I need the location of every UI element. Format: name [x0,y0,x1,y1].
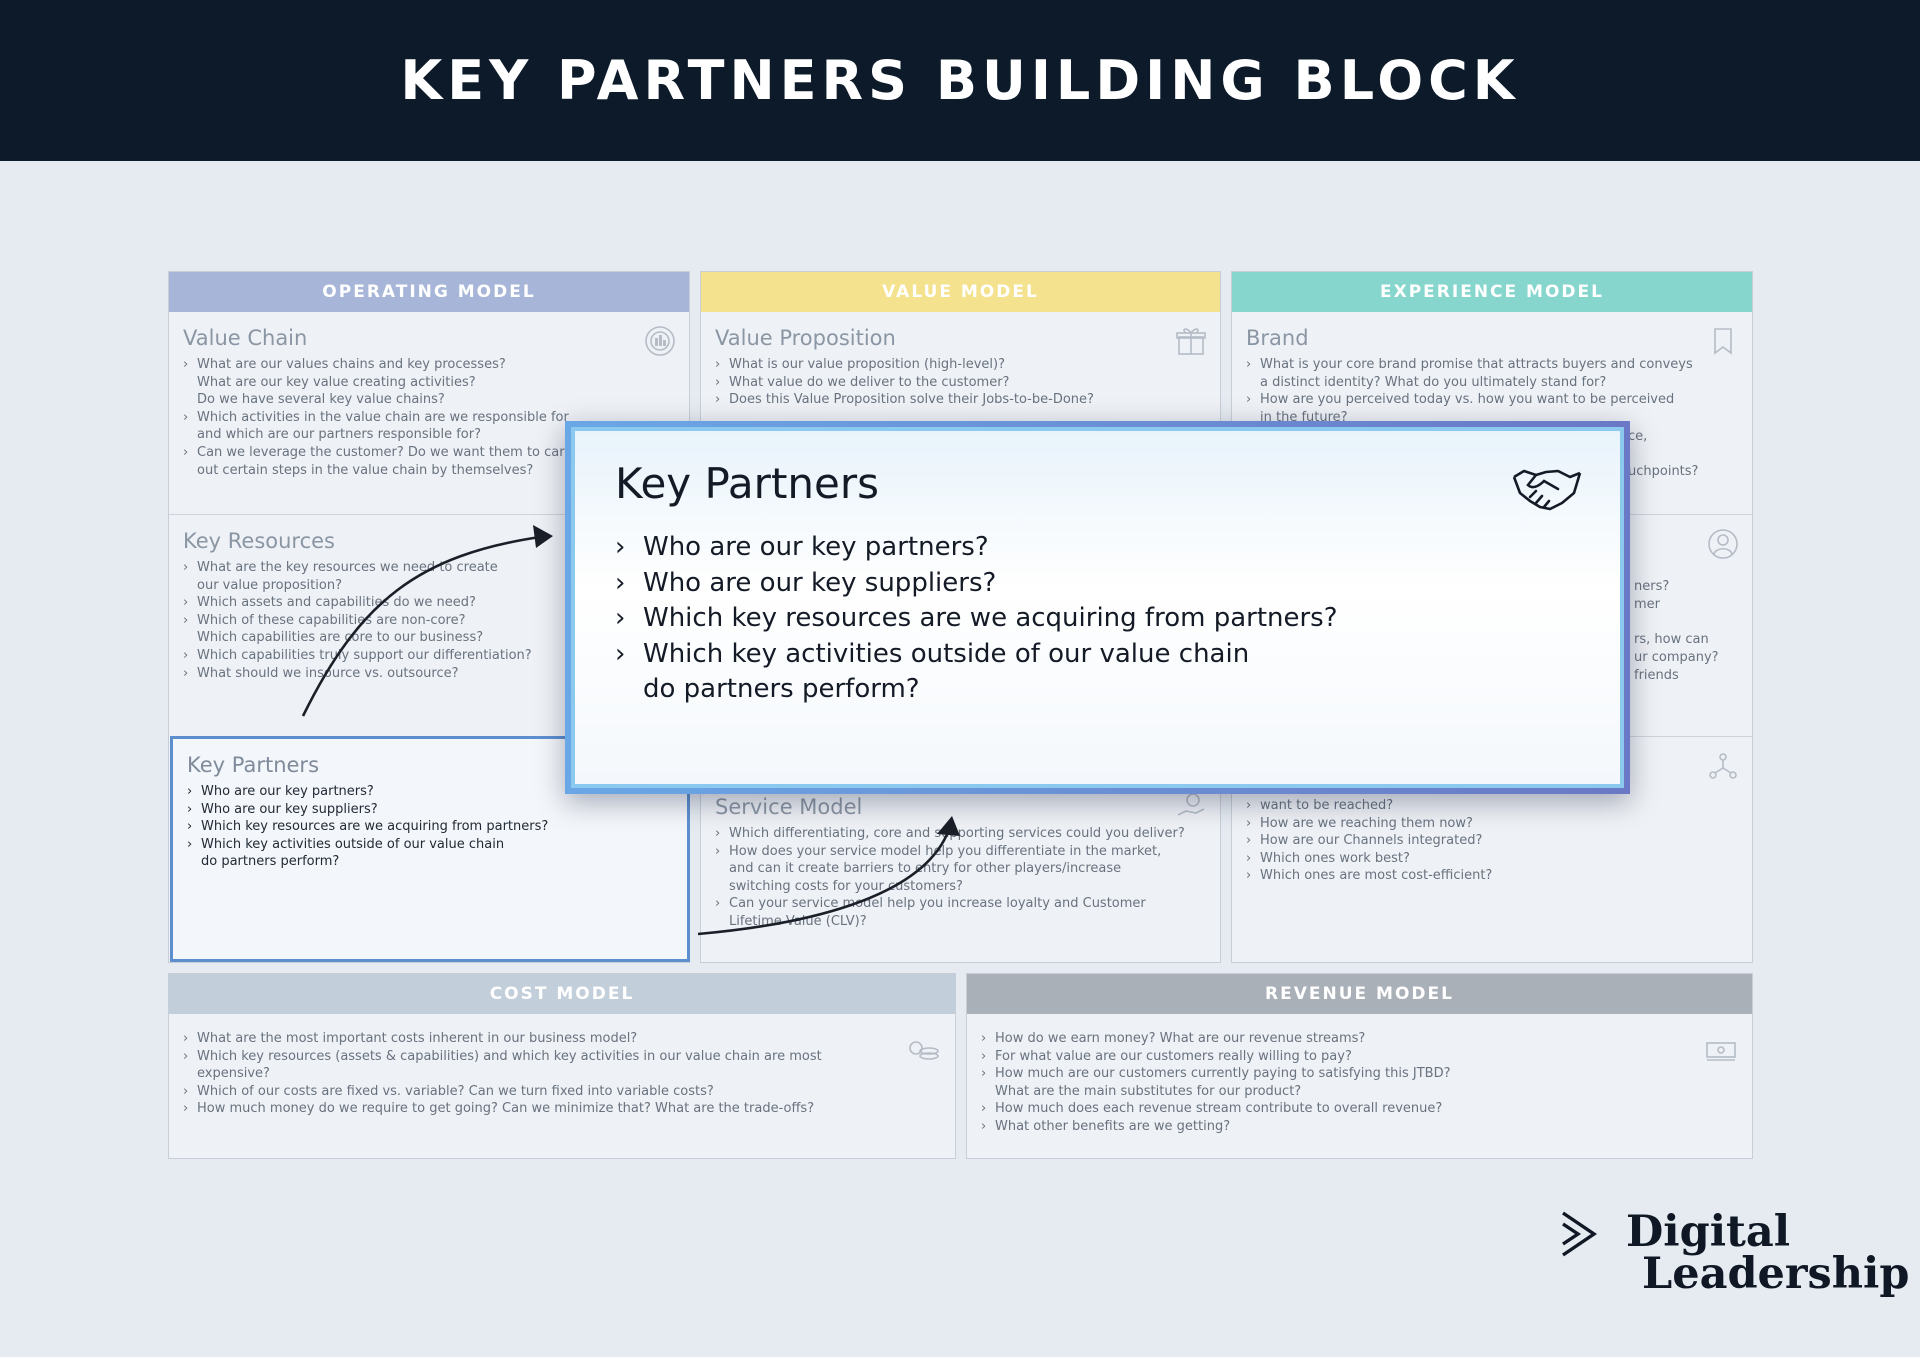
list-item: Which key resources are we acquiring fro… [615,601,1620,637]
list-item: For what value are our customers really … [981,1048,1692,1066]
customer-fragment: ur company? [1634,650,1719,665]
value-proposition-list: What is our value proposition (high-leve… [715,356,1206,409]
list-item: Can your service model help you increase… [715,895,1206,930]
key-partners-list: Who are our key partners? Who are our ke… [187,783,673,871]
key-partners-title: Key Partners [187,753,320,777]
list-item: How are we reaching them now? [1246,815,1492,833]
cost-model-header: COST MODEL [169,974,955,1014]
operating-model-header: OPERATING MODEL [169,272,689,312]
digital-leadership-logo: Digital Leadership [1560,1207,1909,1308]
channels-block: want to be reached? How are we reaching … [1232,736,1752,962]
experience-model-header: EXPERIENCE MODEL [1232,272,1752,312]
customer-fragment: mer [1634,597,1661,612]
list-item: Does this Value Proposition solve their … [715,391,1206,409]
list-item: What are the most important costs inhere… [183,1030,895,1048]
list-item: Which activities in the value chain are … [183,409,675,444]
key-partners-popup-card: Key Partners Who are our key partners? W… [571,427,1624,788]
value-proposition-block: Value Proposition What is our value prop… [701,312,1220,712]
brand-fragment: ce, [1628,429,1648,444]
customer-fragment: friends [1634,668,1679,683]
hand-gear-icon [1177,793,1205,816]
key-partners-popup: Key Partners Who are our key partners? W… [565,421,1630,794]
list-item: Which ones are most cost-efficient? [1246,867,1492,885]
list-item: Which key resources (assets & capabiliti… [183,1048,895,1083]
user-circle-icon [1708,529,1738,559]
logo-text-digital: Digital [1626,1207,1791,1257]
list-item: Which ones work best? [1246,850,1492,868]
bookmark-icon [1714,328,1732,355]
value-chain-title: Value Chain [183,326,308,350]
list-item: Which key activities outside of our valu… [615,637,1620,708]
chevron-logo-icon [1562,1211,1598,1257]
brand-fragment: uchpoints? [1628,464,1699,479]
money-stack-icon [1706,1042,1736,1061]
revenue-model-panel: REVENUE MODEL How do we earn money? What… [966,973,1753,1159]
service-model-list: Which differentiating, core and supporti… [715,825,1206,931]
gift-icon [1176,328,1206,355]
customer-fragment: ners? [1634,579,1670,594]
service-model-block: Service Model Which differentiating, cor… [701,781,1220,962]
list-item: What other benefits are we getting? [981,1118,1692,1136]
brand-block: Brand What is your core brand promise th… [1232,312,1752,514]
revenue-model-body: How do we earn money? What are our reven… [981,1030,1692,1136]
list-item: What are our values chains and key proce… [183,356,675,409]
cost-model-list: What are the most important costs inhere… [183,1030,895,1118]
page-title: KEY PARTNERS BUILDING BLOCK [400,49,1520,112]
value-chain-list: What are our values chains and key proce… [183,356,675,479]
list-item: What is your core brand promise that att… [1246,356,1738,391]
cost-model-panel: COST MODEL What are the most important c… [168,973,956,1159]
cost-model-body: What are the most important costs inhere… [183,1030,895,1118]
list-item: Who are our key suppliers? [187,801,673,819]
list-item: How much are our customers currently pay… [981,1065,1692,1100]
list-item: Which differentiating, core and supporti… [715,825,1206,843]
revenue-model-header: REVENUE MODEL [967,974,1752,1014]
coins-icon [909,1041,939,1060]
channels-list: want to be reached? How are we reaching … [1246,797,1492,885]
brand-list: What is your core brand promise that att… [1246,356,1738,426]
list-item: How are our Channels integrated? [1246,832,1492,850]
page-header: KEY PARTNERS BUILDING BLOCK [0,0,1920,161]
service-model-title: Service Model [715,795,863,819]
list-item: Which key resources are we acquiring fro… [187,818,673,836]
list-item: Who are our key partners? [187,783,673,801]
list-item: Which of our costs are fixed vs. variabl… [183,1083,895,1101]
customer-fragment: rs, how can [1634,632,1709,647]
list-item: How much money do we require to get goin… [183,1100,895,1118]
target-chart-icon [645,326,675,356]
brand-title: Brand [1246,326,1309,350]
value-chain-block: Value Chain What are our values chains a… [169,312,689,514]
value-model-header: VALUE MODEL [701,272,1220,312]
value-proposition-title: Value Proposition [715,326,896,350]
revenue-model-list: How do we earn money? What are our reven… [981,1030,1692,1136]
list-item: Who are our key suppliers? [615,566,1620,602]
list-item: How does your service model help you dif… [715,843,1206,896]
list-item: Who are our key partners? [615,530,1620,566]
list-item: want to be reached? [1246,797,1492,815]
logo-text-leadership: Leadership [1642,1249,1910,1299]
list-item: What is our value proposition (high-leve… [715,356,1206,374]
list-item: How do we earn money? What are our reven… [981,1030,1692,1048]
popup-title: Key Partners [615,459,880,508]
list-item: How much does each revenue stream contri… [981,1100,1692,1118]
list-item: What value do we deliver to the customer… [715,374,1206,392]
list-item: Which key activities outside of our valu… [187,836,673,871]
popup-list: Who are our key partners? Who are our ke… [615,530,1620,708]
handshake-icon [1512,469,1582,511]
network-nodes-icon [1709,753,1737,779]
